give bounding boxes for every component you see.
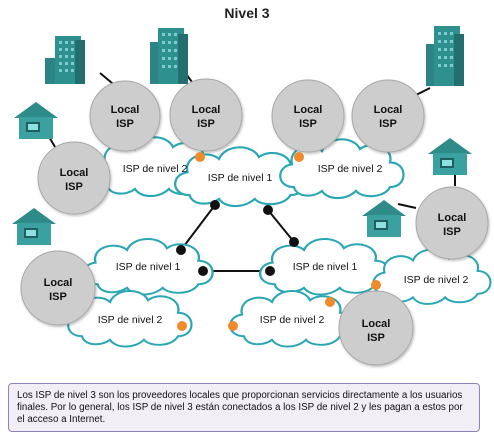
connection-dot (371, 280, 381, 290)
local-isp-node (338, 290, 414, 366)
local-isp-node (20, 250, 96, 326)
local-isp-label: Local (192, 104, 221, 116)
local-isp-label: Local (111, 104, 140, 116)
local-isp-label: Local (294, 104, 323, 116)
connection-dot (294, 152, 304, 162)
connection-dot (228, 321, 238, 331)
local-isp-node (271, 79, 345, 153)
junction-dot (289, 237, 299, 247)
cloud-label: ISP de nivel 1 (116, 261, 181, 273)
cloud-label: ISP de nivel 1 (208, 172, 273, 184)
local-isp-label: Local (438, 212, 467, 224)
house-icon (14, 102, 58, 139)
local-isp-label: Local (44, 277, 73, 289)
connection-dot (195, 152, 205, 162)
diagram-title: Nivel 3 (224, 5, 270, 21)
local-isp-label: ISP (49, 291, 67, 303)
local-isp-node (37, 141, 111, 215)
building-icon (45, 36, 85, 84)
link (180, 204, 216, 251)
local-isp-label: ISP (299, 118, 317, 130)
house-icon (12, 208, 56, 245)
connection-dot (325, 297, 335, 307)
local-isp-label: Local (60, 167, 89, 179)
local-isp-label: ISP (197, 118, 215, 130)
cloud-label: ISP de nivel 2 (318, 163, 383, 175)
local-isp-label: Local (374, 104, 403, 116)
local-isp-label: ISP (65, 181, 83, 193)
local-isp-node (169, 78, 243, 152)
building-icon (150, 28, 188, 84)
local-isp-node (415, 186, 489, 260)
local-isp-label: ISP (367, 332, 385, 344)
house-icon (428, 138, 472, 175)
cloud-label: ISP de nivel 1 (293, 261, 358, 273)
junction-dot (210, 200, 220, 210)
cloud-label: ISP de nivel 2 (404, 274, 469, 286)
link (267, 209, 295, 243)
junction-dot (263, 205, 273, 215)
link (397, 203, 417, 209)
junction-dot (198, 266, 208, 276)
connection-dot (177, 321, 187, 331)
local-isp-label: ISP (379, 118, 397, 130)
cloud-label: ISP de nivel 2 (98, 314, 163, 326)
local-isp-label: ISP (443, 226, 461, 238)
local-isp-label: Local (362, 318, 391, 330)
local-isp-label: ISP (116, 118, 134, 130)
building-icon (426, 26, 464, 86)
description-box: Los ISP de nivel 3 son los proveedores l… (8, 383, 480, 432)
junction-dot (265, 266, 275, 276)
local-isp-node (89, 80, 161, 152)
cloud-label: ISP de nivel 2 (260, 314, 325, 326)
isp-hierarchy-diagram: ISP de nivel 2 ISP de nivel 1 ISP de niv… (12, 26, 492, 366)
house-icon (362, 200, 406, 237)
junction-dot (176, 245, 186, 255)
cloud-label: ISP de nivel 2 (123, 163, 188, 175)
local-isp-node (351, 79, 425, 153)
